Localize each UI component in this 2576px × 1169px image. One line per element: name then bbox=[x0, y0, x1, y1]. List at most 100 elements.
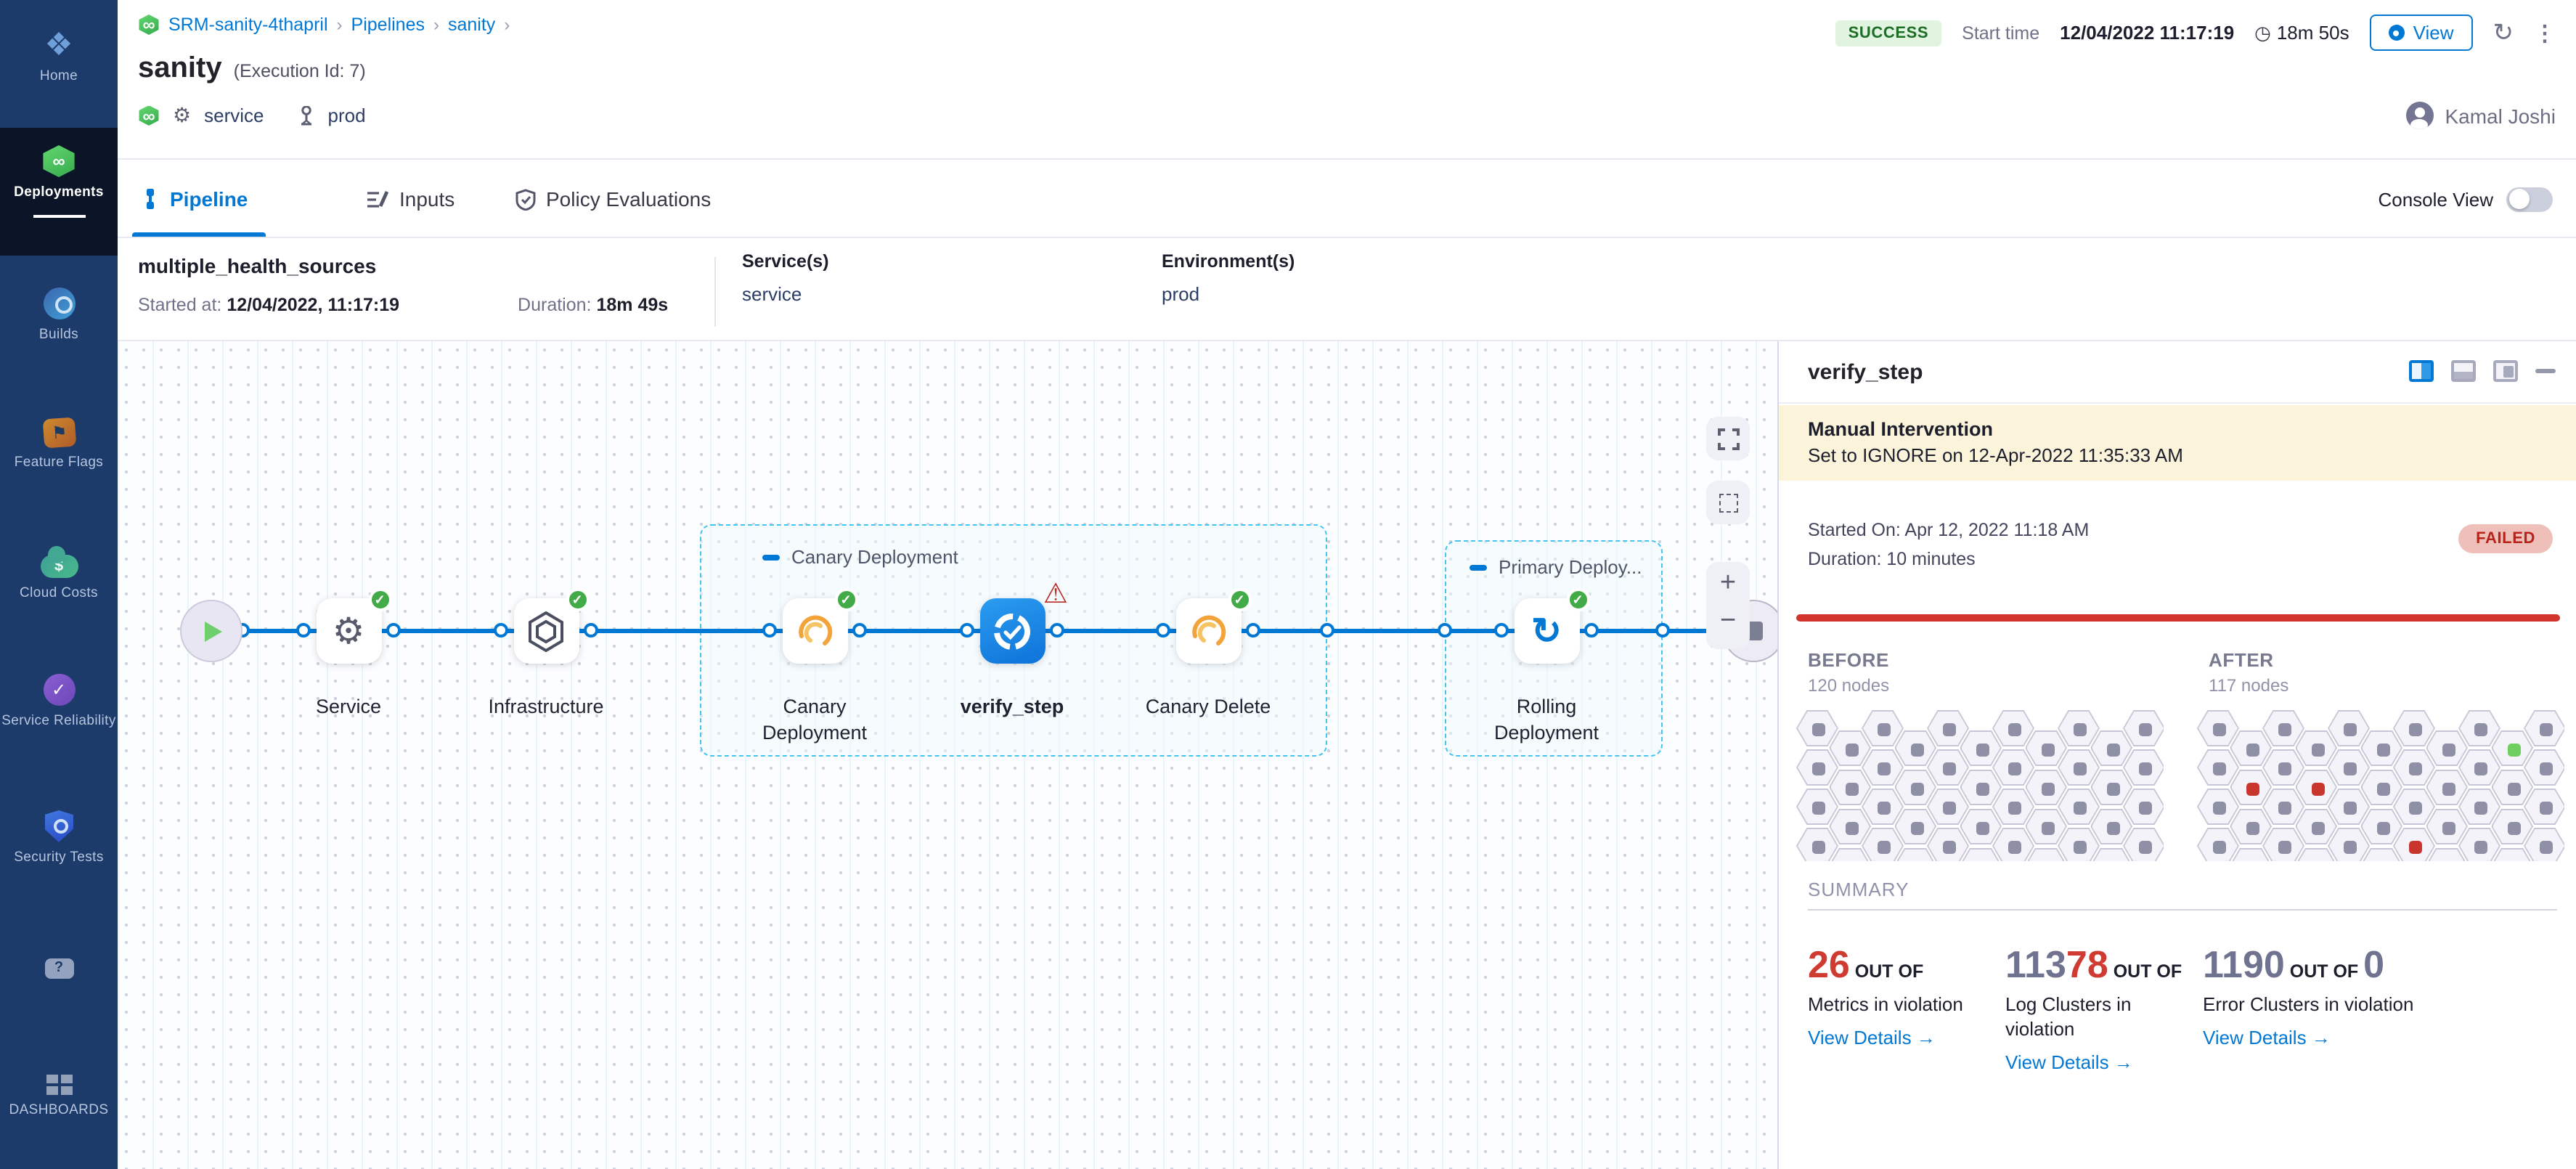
hex-node-cell bbox=[2426, 730, 2468, 766]
sidebar-item-service-reliability[interactable]: ✓ Service Reliability bbox=[0, 656, 118, 730]
hex-node-cell bbox=[2393, 789, 2435, 825]
hex-node-cell bbox=[1960, 730, 2002, 766]
duration-chip: ◷ 18m 50s bbox=[2254, 21, 2349, 44]
hex-node-cell bbox=[2360, 847, 2402, 861]
view-details-link[interactable]: View Details → bbox=[1808, 1026, 1936, 1048]
hex-node-cell bbox=[2123, 710, 2164, 746]
breadcrumb-pipelines-link[interactable]: Pipelines bbox=[351, 15, 425, 35]
hex-node-cell bbox=[2197, 828, 2239, 861]
tab-policy-evaluations[interactable]: Policy Evaluations bbox=[515, 160, 711, 238]
metric-label: Metrics in violation bbox=[1808, 993, 1963, 1015]
fullscreen-button[interactable] bbox=[1706, 417, 1750, 460]
hex-node-cell bbox=[2360, 808, 2402, 844]
marquee-select-button[interactable] bbox=[1706, 481, 1750, 524]
summary-label: SUMMARY bbox=[1808, 879, 1909, 900]
success-badge-icon: ✓ bbox=[1566, 588, 1589, 611]
collapse-group-icon[interactable] bbox=[762, 554, 780, 560]
hex-node-cell bbox=[2328, 749, 2370, 786]
zoom-out-button[interactable]: − bbox=[1719, 606, 1737, 636]
environments-value-link[interactable]: prod bbox=[1162, 283, 1200, 305]
layout-floating-view-icon[interactable] bbox=[2493, 360, 2518, 382]
success-badge-icon: ✓ bbox=[834, 588, 857, 611]
minimize-panel-icon[interactable] bbox=[2535, 368, 2556, 374]
sidebar-item-label: Deployments bbox=[14, 184, 104, 200]
metric-label: Log Clusters in violation bbox=[2005, 993, 2132, 1040]
view-button[interactable]: View bbox=[2369, 15, 2473, 51]
tab-pipeline[interactable]: Pipeline bbox=[141, 160, 248, 238]
sidebar-item-feature-flags[interactable]: ⚑ Feature Flags bbox=[0, 401, 118, 472]
step-duration: Duration: 10 minutes bbox=[1808, 549, 1976, 569]
hex-node-cell bbox=[2230, 847, 2272, 861]
node-infrastructure[interactable]: ✓ bbox=[513, 588, 589, 664]
after-node-hexgrid bbox=[2197, 710, 2564, 861]
pipeline-canvas[interactable]: Canary Deployment Primary Deploy... ⚙ ✓ … bbox=[118, 341, 1777, 1169]
hex-node-cell bbox=[2262, 828, 2304, 861]
view-details-link[interactable]: View Details → bbox=[2005, 1051, 2133, 1073]
layout-bottom-view-icon[interactable] bbox=[2451, 360, 2476, 382]
metric-value: 11378 OUT OF bbox=[2005, 942, 2182, 986]
start-time-label: Start time bbox=[1962, 23, 2040, 43]
breadcrumb-pipeline-link[interactable]: sanity bbox=[448, 15, 496, 35]
sidebar-item-label: Builds bbox=[38, 327, 79, 343]
deployments-icon: ∞ bbox=[43, 145, 75, 177]
node-canary-deployment[interactable]: ✓ bbox=[782, 588, 857, 664]
services-value-link[interactable]: service bbox=[742, 283, 802, 305]
edge-connector-dot bbox=[1320, 623, 1334, 638]
success-badge-icon: ✓ bbox=[368, 588, 391, 611]
hex-node-cell bbox=[1829, 847, 1871, 861]
services-label: Service(s) bbox=[742, 251, 829, 272]
view-details-link[interactable]: View Details → bbox=[2203, 1026, 2331, 1048]
collapse-group-icon[interactable] bbox=[1470, 564, 1487, 570]
hex-node-cell bbox=[1960, 847, 2002, 861]
zoom-in-button[interactable]: + bbox=[1719, 568, 1737, 598]
hex-node-cell bbox=[2426, 808, 2468, 844]
node-verify-step[interactable]: ⚠ bbox=[979, 581, 1068, 664]
hex-node-cell bbox=[2058, 710, 2100, 746]
hex-node-cell bbox=[2360, 769, 2402, 805]
kebab-menu-icon[interactable]: ⋮ bbox=[2534, 21, 2556, 46]
environments-label: Environment(s) bbox=[1162, 251, 1295, 272]
sidebar-item-builds[interactable]: Builds bbox=[0, 270, 118, 344]
pipeline-start-node[interactable] bbox=[179, 600, 242, 662]
before-node-hexgrid bbox=[1796, 710, 2164, 861]
node-canary-delete[interactable]: ✓ bbox=[1175, 588, 1251, 664]
status-badge: ✓ SUCCESS bbox=[1835, 20, 1942, 314]
cloud-costs-icon: $ bbox=[40, 546, 78, 578]
console-view-toggle[interactable] bbox=[2506, 187, 2553, 211]
sidebar-item-deployments[interactable]: ∞ Deployments bbox=[0, 128, 118, 256]
metric-label: Error Clusters in violation bbox=[2203, 993, 2414, 1015]
sidebar-item-label: Home bbox=[39, 68, 78, 84]
service-reliability-icon: ✓ bbox=[43, 674, 75, 706]
sidebar-item-security-tests[interactable]: Security Tests bbox=[0, 793, 118, 867]
sidebar-item-cloud-costs[interactable]: $ Cloud Costs bbox=[0, 531, 118, 603]
hex-node-cell bbox=[2058, 828, 2100, 861]
hex-node-cell bbox=[2058, 749, 2100, 786]
user-chip[interactable]: Kamal Joshi bbox=[2405, 102, 2556, 129]
divider bbox=[1808, 909, 2557, 911]
hex-node-cell bbox=[1960, 808, 2002, 844]
sidebar-item-dashboards[interactable]: DASHBOARDS bbox=[0, 1057, 118, 1120]
sidebar-item-help[interactable]: ? bbox=[0, 941, 118, 979]
node-rolling-deployment[interactable]: ↻ ✓ bbox=[1514, 588, 1589, 664]
pipeline-meta-row: ∞ ⚙ service prod bbox=[138, 103, 366, 128]
layout-split-view-icon[interactable] bbox=[2409, 360, 2434, 382]
hex-node-cell bbox=[2491, 808, 2533, 844]
sidebar-item-home[interactable]: ❖ Home bbox=[0, 12, 118, 86]
tab-inputs[interactable]: Inputs bbox=[367, 160, 455, 238]
failed-badge: FAILED bbox=[2458, 524, 2553, 553]
hex-node-cell bbox=[1894, 769, 1936, 805]
hex-node-cell bbox=[2524, 789, 2564, 825]
builds-icon bbox=[43, 288, 75, 319]
pipeline-hex-icon: ∞ bbox=[139, 15, 159, 35]
breadcrumb-project-link[interactable]: SRM-sanity-4thapril bbox=[168, 15, 328, 35]
environment-link[interactable]: prod bbox=[327, 105, 366, 126]
hex-node-cell bbox=[1927, 710, 1969, 746]
step-details-panel: verify_step Manual Intervention Set to I… bbox=[1777, 341, 2576, 1169]
hex-node-cell bbox=[2426, 769, 2468, 805]
node-service[interactable]: ⚙ ✓ bbox=[316, 588, 391, 664]
user-name: Kamal Joshi bbox=[2445, 104, 2556, 127]
manual-intervention-banner: Manual Intervention Set to IGNORE on 12-… bbox=[1779, 405, 2576, 481]
refresh-icon[interactable]: ↻ bbox=[2493, 18, 2514, 46]
service-link[interactable]: service bbox=[204, 105, 264, 126]
